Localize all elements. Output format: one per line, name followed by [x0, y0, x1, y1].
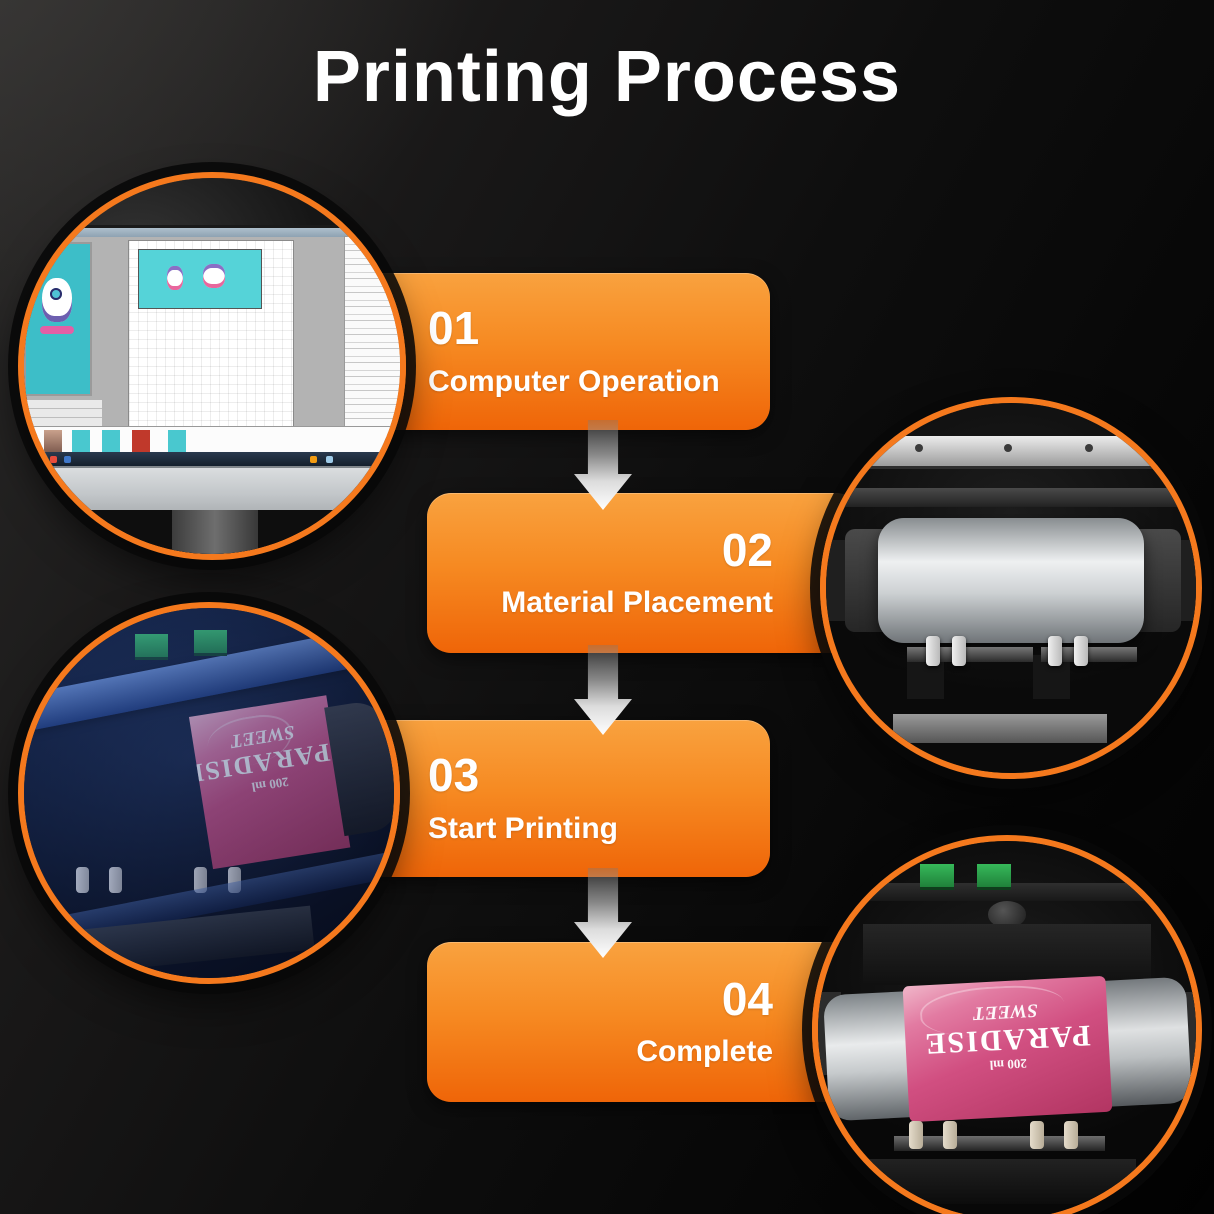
tumbler-silver-end: [822, 991, 917, 1121]
step-2-label: Material Placement: [501, 586, 773, 620]
printer-bay-photo: [826, 403, 1196, 773]
linear-rail-block: [135, 633, 169, 660]
machine-top-rail: [855, 436, 1174, 466]
step-4-number: 04: [721, 972, 773, 1025]
roller-spacer: [942, 1120, 957, 1149]
step-1-number: 01: [428, 302, 480, 355]
adjust-knob: [988, 901, 1026, 928]
step-3-number: 03: [428, 749, 480, 802]
cartoon-character-base: [40, 326, 74, 334]
properties-panel: [344, 236, 400, 438]
step-box-1: 01 Computer Operation: [340, 273, 770, 430]
design-preview-panel: [26, 244, 90, 394]
roller-spacer: [75, 867, 89, 893]
roller-spacer: [951, 636, 966, 667]
linear-rail-block: [194, 630, 228, 657]
monitor-photo: [24, 178, 400, 554]
roller-spacer: [908, 1120, 923, 1149]
bolt: [1003, 443, 1012, 452]
thumbnail: [72, 430, 90, 453]
blue-light-tint: [24, 608, 394, 978]
roller-spacer: [1029, 1120, 1044, 1149]
taskbar-icon: [310, 456, 317, 463]
step-box-2: 02 Material Placement: [427, 493, 860, 653]
blank-silver-tumbler: [877, 517, 1145, 644]
bolt: [914, 443, 923, 452]
linear-rail-block: [976, 863, 1011, 891]
roller-spacer: [1063, 1120, 1078, 1149]
roller-spacer: [109, 867, 123, 893]
machine-base: [855, 1158, 1136, 1204]
roller-spacer: [1048, 636, 1062, 667]
thumbnail: [102, 430, 120, 453]
monitor-stand: [172, 510, 258, 554]
linear-rail-block: [920, 863, 955, 891]
cartoon-character: [42, 278, 72, 322]
page-title: Printing Process: [312, 37, 902, 117]
printed-tumbler: 200 ml PARADISE SWEET: [822, 971, 1192, 1126]
taskbar-icon: [50, 456, 57, 463]
photo-circle-start-printing: 200 ml PARADISE SWEET: [18, 602, 400, 984]
thumbnail: [44, 430, 62, 453]
photo-circle-complete: 200 ml PARADISE SWEET: [812, 835, 1202, 1214]
thumbnail: [132, 430, 150, 453]
design-figure: [203, 264, 225, 288]
machine-cross-rail: [826, 488, 1196, 507]
taskbar-icon: [64, 456, 71, 463]
windows-taskbar: [24, 452, 400, 466]
tumbler-silver-end: [1097, 976, 1192, 1107]
step-box-3: 03 Start Printing: [360, 720, 770, 877]
roller-spacer: [925, 636, 940, 667]
machine-base-plate: [892, 713, 1108, 744]
step-box-4: 04 Complete: [427, 942, 860, 1102]
support-roller: [1040, 647, 1137, 662]
step-1-label: Computer Operation: [428, 364, 720, 398]
printing-in-progress-photo: 200 ml PARADISE SWEET: [24, 608, 394, 978]
machine-frame: [863, 924, 1151, 985]
photo-circle-computer-operation: [18, 172, 406, 560]
label-text-upside-down: 200 ml PARADISE SWEET: [911, 995, 1101, 1077]
step-2-number: 02: [721, 523, 773, 576]
tumbler-printed-label: 200 ml PARADISE SWEET: [901, 975, 1112, 1123]
thumbnail: [168, 430, 186, 453]
photo-circle-material-placement: [820, 397, 1202, 779]
step-3-label: Start Printing: [428, 811, 619, 845]
step-4-label: Complete: [636, 1035, 773, 1069]
cartoon-character-face: [50, 288, 62, 300]
monitor-chin: [24, 466, 400, 512]
finished-tumbler-photo: 200 ml PARADISE SWEET: [818, 841, 1196, 1214]
taskbar-icon: [326, 456, 333, 463]
thumbnail-strip: [24, 426, 400, 457]
placed-design: [138, 249, 262, 309]
roller-spacer: [1073, 636, 1088, 667]
design-figure: [167, 266, 183, 290]
software-titlebar: [24, 228, 400, 237]
bolt: [1085, 443, 1093, 452]
print-canvas-grid: [128, 240, 294, 440]
monitor-screen: [24, 228, 400, 466]
roller-spacer: [194, 867, 208, 893]
